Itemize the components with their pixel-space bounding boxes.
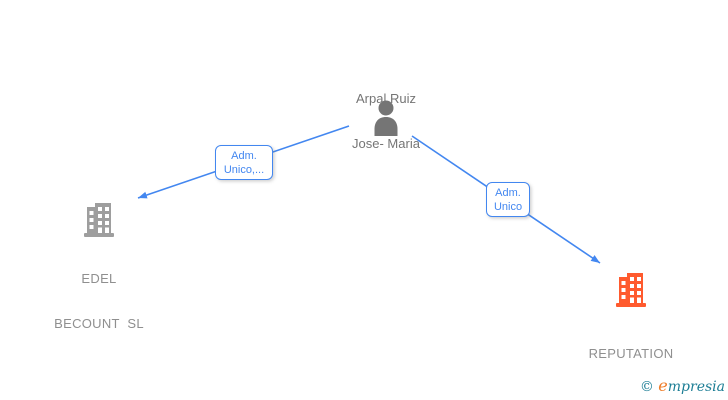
edge-label-line: Unico xyxy=(493,200,523,213)
company-name-line: EDEL xyxy=(81,271,117,286)
person-name-line: Arpal Ruiz xyxy=(356,91,416,106)
company-name-line: STRATEGY xyxy=(561,396,701,400)
person-icon xyxy=(374,100,398,136)
person-node-label[interactable]: Arpal Ruiz Jose- Maria xyxy=(306,61,466,181)
brand-initial: e xyxy=(658,376,668,395)
company-node-reputation[interactable] xyxy=(615,272,647,308)
copyright-symbol: © xyxy=(639,379,654,395)
edge-label-adm-unico-edel[interactable]: Adm. Unico,... xyxy=(215,145,273,180)
company-name-line: REPUTATION xyxy=(588,346,674,361)
company-name-line: BECOUNT SL xyxy=(54,316,144,331)
building-icon xyxy=(84,203,114,237)
company-node-edel[interactable] xyxy=(83,202,115,238)
brand-rest: mpresia xyxy=(667,379,725,395)
edge-label-line: Adm. xyxy=(495,186,521,199)
person-name-line: Jose- Maria xyxy=(352,136,420,151)
company-label-edel[interactable]: EDEL BECOUNT SL xyxy=(29,241,169,361)
edge-label-line: Unico,... xyxy=(223,163,265,176)
edge-label-line: Adm. xyxy=(231,149,257,162)
company-label-reputation[interactable]: REPUTATION STRATEGY COMM SL xyxy=(561,311,701,400)
person-node[interactable] xyxy=(371,100,401,136)
empresia-watermark: © empresia xyxy=(640,376,725,395)
edge-label-adm-unico-reputation[interactable]: Adm. Unico xyxy=(486,182,530,217)
building-icon xyxy=(616,273,646,307)
